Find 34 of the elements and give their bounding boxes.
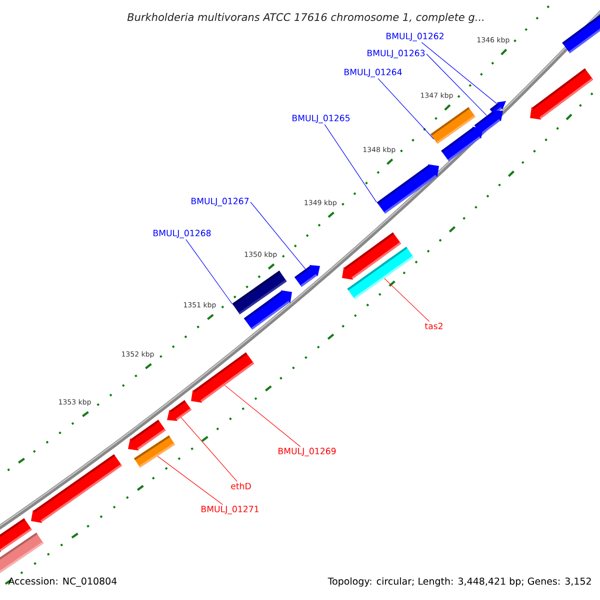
- gene-feature: [347, 246, 414, 300]
- gene-feature: [294, 265, 320, 287]
- gene-feature: [167, 400, 192, 422]
- gene-label: ethD: [231, 482, 251, 490]
- gene-label: BMULJ_01265: [292, 114, 350, 124]
- gene-feature: [31, 454, 122, 523]
- footer-text: Accession: NC_010804: [8, 577, 117, 587]
- gene-feature: [562, 12, 600, 54]
- gene-label: BMULJ_01269: [278, 448, 336, 456]
- gene-label: BMULJ_01262: [386, 32, 444, 42]
- gene-label: BMULJ_01263: [368, 50, 425, 58]
- gene-label: BMULJ_01271: [202, 506, 258, 514]
- leader-line: [426, 54, 488, 116]
- gene-feature: [244, 290, 292, 330]
- gene-feature: [134, 435, 176, 468]
- gene-feature: [441, 126, 483, 162]
- gene-feature: [530, 68, 594, 120]
- leader-line: [250, 202, 306, 270]
- leader-line: [384, 278, 430, 322]
- leader-line: [224, 385, 301, 447]
- leader-line: [157, 456, 224, 505]
- title: Burkholderia multivorans ATCC 17616 chromosome 1, complete g...: [127, 12, 484, 24]
- gene-feature: [376, 164, 439, 214]
- leader-line: [324, 124, 377, 203]
- leader-line: [378, 78, 434, 140]
- gene-label: BMULJ_01268: [154, 230, 211, 238]
- leader-line: [180, 417, 238, 482]
- gene-label: BMULJ_01267: [192, 198, 249, 206]
- footer-text: Topology: circular; Length: 3,448,421 bp; Genes: 3,152: [328, 577, 591, 587]
- gene-label: tas2: [424, 322, 442, 330]
- gene-feature: [191, 352, 254, 403]
- leader-line: [186, 239, 232, 304]
- gene-label: BMULJ_01264: [344, 68, 402, 78]
- leader-line: [421, 42, 498, 104]
